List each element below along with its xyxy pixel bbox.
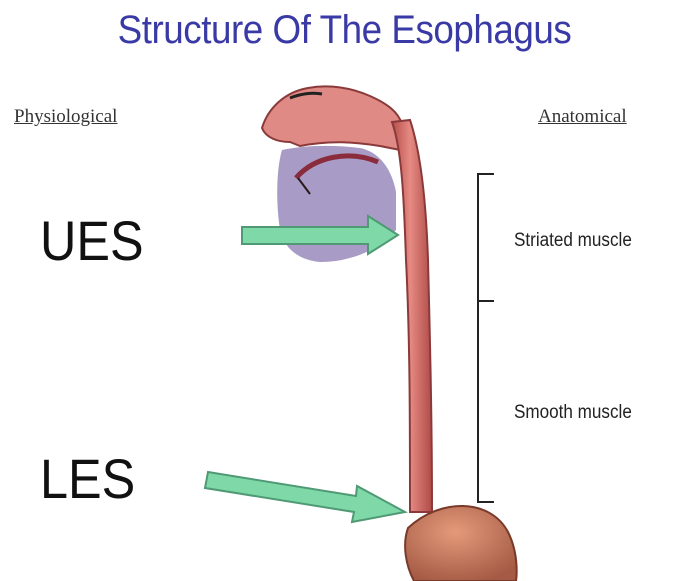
esophagus-tube xyxy=(392,120,432,512)
ues-label: UES xyxy=(40,208,144,273)
anatomical-bracket xyxy=(478,174,494,502)
smooth-muscle-label: Smooth muscle xyxy=(514,402,632,424)
striated-muscle-label: Striated muscle xyxy=(514,230,632,252)
les-label: LES xyxy=(40,446,135,511)
les-arrow xyxy=(205,472,405,522)
nasal-cavity xyxy=(262,86,404,150)
stomach xyxy=(405,506,517,581)
